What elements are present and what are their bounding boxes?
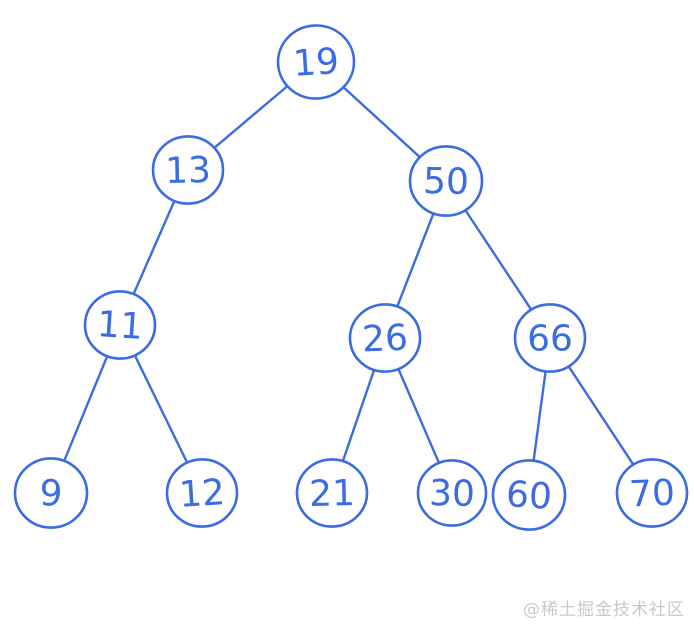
tree-edge-11-12 — [134, 355, 188, 463]
tree-node-label: 21 — [309, 473, 356, 515]
tree-node-11: 11 — [83, 290, 157, 360]
tree-node-9: 9 — [13, 457, 89, 529]
tree-edge-19-13 — [213, 85, 289, 149]
tree-node-12: 12 — [165, 458, 239, 528]
tree-node-circle — [83, 290, 157, 360]
tree-node-circle — [151, 135, 225, 205]
tree-node-66: 66 — [513, 303, 587, 373]
tree-node-circle — [295, 458, 369, 528]
tree-node-50: 50 — [408, 145, 484, 217]
tree-node-label: 11 — [96, 304, 144, 348]
tree-node-circle — [13, 457, 89, 529]
tree-node-circle — [165, 458, 239, 528]
tree-node-26: 26 — [348, 303, 422, 373]
tree-node-70: 70 — [615, 458, 689, 528]
tree-edge-50-26 — [396, 213, 435, 307]
tree-node-circle — [416, 459, 488, 527]
tree-edge-66-70 — [568, 366, 634, 465]
tree-edge-26-21 — [342, 369, 375, 462]
tree-edge-13-11 — [132, 200, 176, 295]
tree-node-label: 30 — [429, 473, 476, 515]
tree-node-label: 12 — [178, 472, 226, 516]
tree-node-label: 19 — [292, 41, 340, 85]
tree-node-circle — [615, 458, 689, 528]
tree-edge-11-9 — [63, 356, 108, 461]
tree-node-label: 13 — [165, 150, 212, 192]
tree-edge-26-30 — [397, 368, 440, 463]
tree-node-13: 13 — [151, 135, 225, 205]
tree-node-30: 30 — [416, 459, 488, 527]
tree-node-circle — [348, 303, 422, 373]
watermark: @稀土掘金技术社区 — [523, 600, 685, 620]
tree-node-21: 21 — [295, 458, 369, 528]
tree-node-label: 9 — [39, 473, 64, 515]
tree-node-60: 60 — [491, 459, 567, 531]
tree-node-circle — [408, 145, 484, 217]
tree-node-19: 19 — [276, 24, 356, 100]
tree-node-label: 26 — [361, 318, 408, 361]
tree-node-circle — [276, 24, 356, 100]
tree-node-circle — [513, 303, 587, 373]
tree-node-label: 66 — [527, 319, 573, 360]
tree-edge-50-66 — [464, 209, 532, 310]
tree-edge-19-50 — [342, 86, 421, 158]
tree-node-circle — [491, 459, 567, 531]
tree-edge-66-60 — [532, 371, 547, 461]
tree-node-label: 70 — [628, 473, 675, 516]
tree-node-label: 60 — [505, 474, 553, 518]
tree-node-label: 50 — [423, 161, 470, 203]
